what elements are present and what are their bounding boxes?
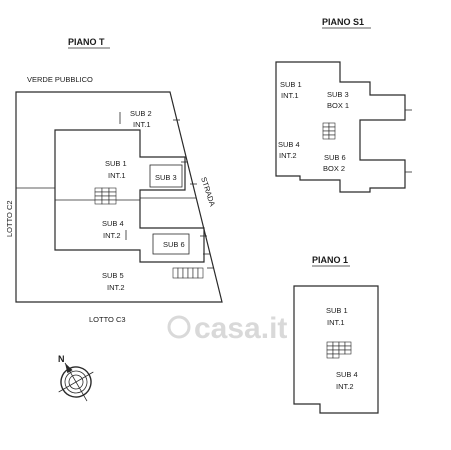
sub4-label: SUB 4 <box>102 219 124 228</box>
p1-sub4-label: SUB 4 <box>336 370 358 379</box>
sub1-int-label: INT.1 <box>108 171 126 180</box>
sub5-int-label: INT.2 <box>107 283 125 292</box>
piano-1-title: PIANO 1 <box>312 255 348 265</box>
piano-t-title: PIANO T <box>68 37 105 47</box>
sub2-label: SUB 2 <box>130 109 152 118</box>
lotto-c2-label: LOTTO C2 <box>5 200 14 237</box>
s1-sub1-int-label: INT.1 <box>281 91 299 100</box>
p1-sub1-int-label: INT.1 <box>327 318 345 327</box>
s1-sub1-label: SUB 1 <box>280 80 302 89</box>
sub1-label: SUB 1 <box>105 159 127 168</box>
p1-sub4-int-label: INT.2 <box>336 382 354 391</box>
compass-icon <box>58 362 94 402</box>
s1-stair <box>322 122 336 140</box>
s1-sub4-label: SUB 4 <box>278 140 300 149</box>
stair-main <box>94 187 117 205</box>
sub3-label: SUB 3 <box>155 173 177 182</box>
s1-sub3-label: SUB 3 <box>327 90 349 99</box>
p1-sub1-label: SUB 1 <box>326 306 348 315</box>
p1-outline <box>293 285 379 414</box>
piano-t-plan: PIANO T <box>5 37 223 324</box>
lotto-c3-label: LOTTO C3 <box>89 315 126 324</box>
s1-sub3-box-label: BOX 1 <box>327 101 349 110</box>
compass-north-label: N <box>58 354 65 364</box>
sub5-label: SUB 5 <box>102 271 124 280</box>
sub6-box <box>152 233 190 255</box>
piano-s1-plan: PIANO S1 SUB 1 INT.1 SUB 3 BOX 1 SUB 4 I… <box>275 17 412 193</box>
verde-pubblico-label: VERDE PUBBLICO <box>27 75 93 84</box>
s1-outline <box>275 61 406 193</box>
watermark: casa.it <box>167 312 287 345</box>
road-ticks <box>173 119 214 269</box>
piano-s1-title: PIANO S1 <box>322 17 364 27</box>
building-outline <box>54 129 205 263</box>
sub3-box <box>149 164 183 188</box>
stair-outer <box>172 267 204 279</box>
watermark-text: casa.it <box>194 312 287 345</box>
lot-boundary <box>15 91 223 303</box>
sub6-label: SUB 6 <box>163 240 185 249</box>
sub2-int-label: INT.1 <box>133 120 151 129</box>
p1-stair <box>326 341 352 359</box>
piano-1-plan: PIANO 1 SUB 1 INT.1 SUB 4 INT.2 <box>293 255 379 414</box>
s1-sub4-int-label: INT.2 <box>279 151 297 160</box>
s1-sub6-box-label: BOX 2 <box>323 164 345 173</box>
sub4-int-label: INT.2 <box>103 231 121 240</box>
s1-sub6-label: SUB 6 <box>324 153 346 162</box>
strada-label: STRADA <box>199 176 217 208</box>
